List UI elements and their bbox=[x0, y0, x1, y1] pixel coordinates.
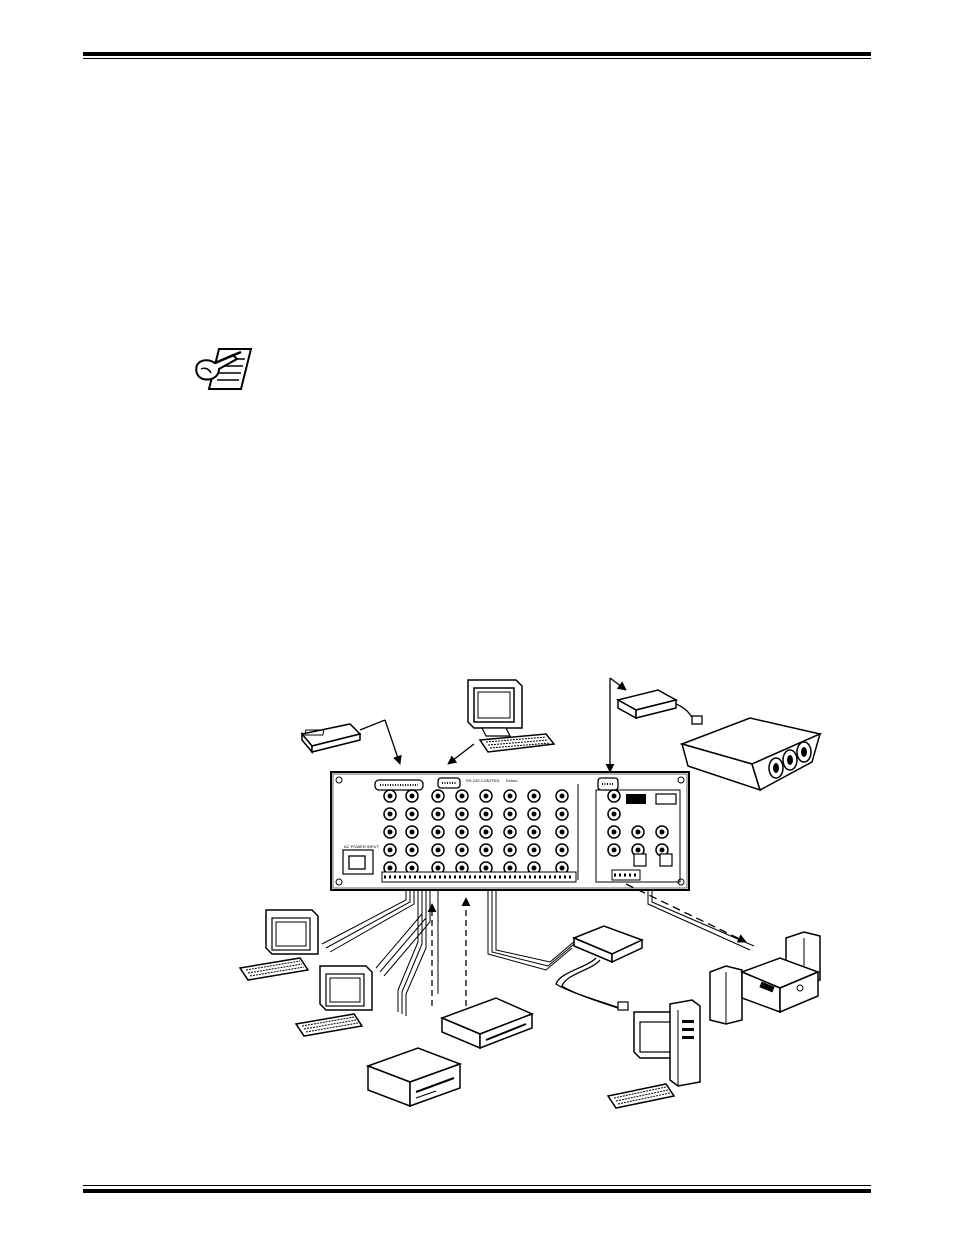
bnc-connector-pin bbox=[560, 794, 565, 799]
brand-label: Extron bbox=[506, 778, 518, 783]
sync-interface-device bbox=[618, 690, 702, 724]
connection-diagram: RS-232 CONTROL Extron AC POWER INPUT bbox=[230, 672, 830, 1122]
bnc-connector-pin bbox=[484, 848, 489, 853]
bnc-connector-pin bbox=[460, 794, 465, 799]
bnc-connector-pin bbox=[436, 830, 441, 835]
bnc-connector-pin bbox=[560, 848, 565, 853]
bnc-connector-pin bbox=[560, 812, 565, 817]
bnc-connector-pin bbox=[612, 830, 617, 835]
bnc-connector-pin bbox=[410, 812, 415, 817]
bnc-connector-pin bbox=[388, 866, 393, 871]
footer-rule-thick bbox=[83, 1189, 871, 1193]
bnc-connector-pin bbox=[532, 794, 537, 799]
bnc-connector-pin bbox=[388, 830, 393, 835]
scan-converter-device bbox=[556, 926, 642, 1010]
bnc-connector-pin bbox=[410, 848, 415, 853]
bnc-connector-pin bbox=[484, 830, 489, 835]
bnc-connector-pin bbox=[508, 794, 513, 799]
bnc-connector-pin bbox=[436, 812, 441, 817]
projector-device bbox=[682, 718, 820, 790]
bnc-connector-pin bbox=[612, 812, 617, 817]
bnc-connector-pin bbox=[560, 866, 565, 871]
bnc-connector-pin bbox=[560, 830, 565, 835]
footer-rule-thin bbox=[83, 1185, 871, 1186]
bnc-connector-pin bbox=[436, 866, 441, 871]
tower-computer-device bbox=[608, 1000, 700, 1108]
computer-monitor-2 bbox=[296, 966, 372, 1036]
bnc-connector-pin bbox=[636, 830, 641, 835]
bnc-connector-pin bbox=[508, 848, 513, 853]
bnc-connector-pin bbox=[612, 794, 617, 799]
note-pencil-icon bbox=[193, 347, 253, 391]
bnc-connector-pin bbox=[436, 794, 441, 799]
bnc-connector-pin bbox=[484, 866, 489, 871]
bnc-connector-pin bbox=[532, 848, 537, 853]
bnc-connector-pin bbox=[460, 830, 465, 835]
bnc-connector-pin bbox=[612, 848, 617, 853]
bnc-connector-pin bbox=[532, 866, 537, 871]
control-computer-device bbox=[468, 680, 554, 752]
bnc-connector-pin bbox=[460, 848, 465, 853]
bnc-connector-pin bbox=[410, 866, 415, 871]
switcher-rear-panel: RS-232 CONTROL Extron AC POWER INPUT bbox=[331, 772, 689, 890]
bnc-connector-pin bbox=[388, 812, 393, 817]
bnc-connector-pin bbox=[532, 812, 537, 817]
vcr-2-device bbox=[442, 998, 532, 1048]
bnc-connector-pin bbox=[660, 848, 665, 853]
bnc-connector-pin bbox=[388, 848, 393, 853]
bnc-connector-pin bbox=[410, 830, 415, 835]
control-pad-device bbox=[302, 724, 360, 752]
input-cables bbox=[322, 890, 754, 1016]
bnc-connector-pin bbox=[508, 812, 513, 817]
bnc-connector-pin bbox=[508, 830, 513, 835]
ac-input-label: AC POWER INPUT bbox=[344, 844, 379, 849]
bnc-connector-pin bbox=[436, 848, 441, 853]
audio-system-device bbox=[710, 932, 820, 1024]
bnc-connector-pin bbox=[484, 812, 489, 817]
bnc-connector-pin bbox=[388, 794, 393, 799]
rs232-label: RS-232 CONTROL bbox=[466, 778, 501, 783]
header-rule-thin bbox=[83, 58, 871, 59]
bnc-connector-pin bbox=[660, 830, 665, 835]
bnc-connector-pin bbox=[484, 794, 489, 799]
vcr-1-device bbox=[368, 1048, 460, 1106]
bnc-connector-pin bbox=[636, 848, 641, 853]
bnc-connector-pin bbox=[410, 794, 415, 799]
bnc-connector-pin bbox=[460, 866, 465, 871]
header-rule-thick bbox=[83, 52, 871, 56]
computer-monitor-1 bbox=[240, 910, 318, 980]
bnc-connector-pin bbox=[532, 830, 537, 835]
bnc-connector-pin bbox=[460, 812, 465, 817]
bnc-connector-pin bbox=[508, 866, 513, 871]
